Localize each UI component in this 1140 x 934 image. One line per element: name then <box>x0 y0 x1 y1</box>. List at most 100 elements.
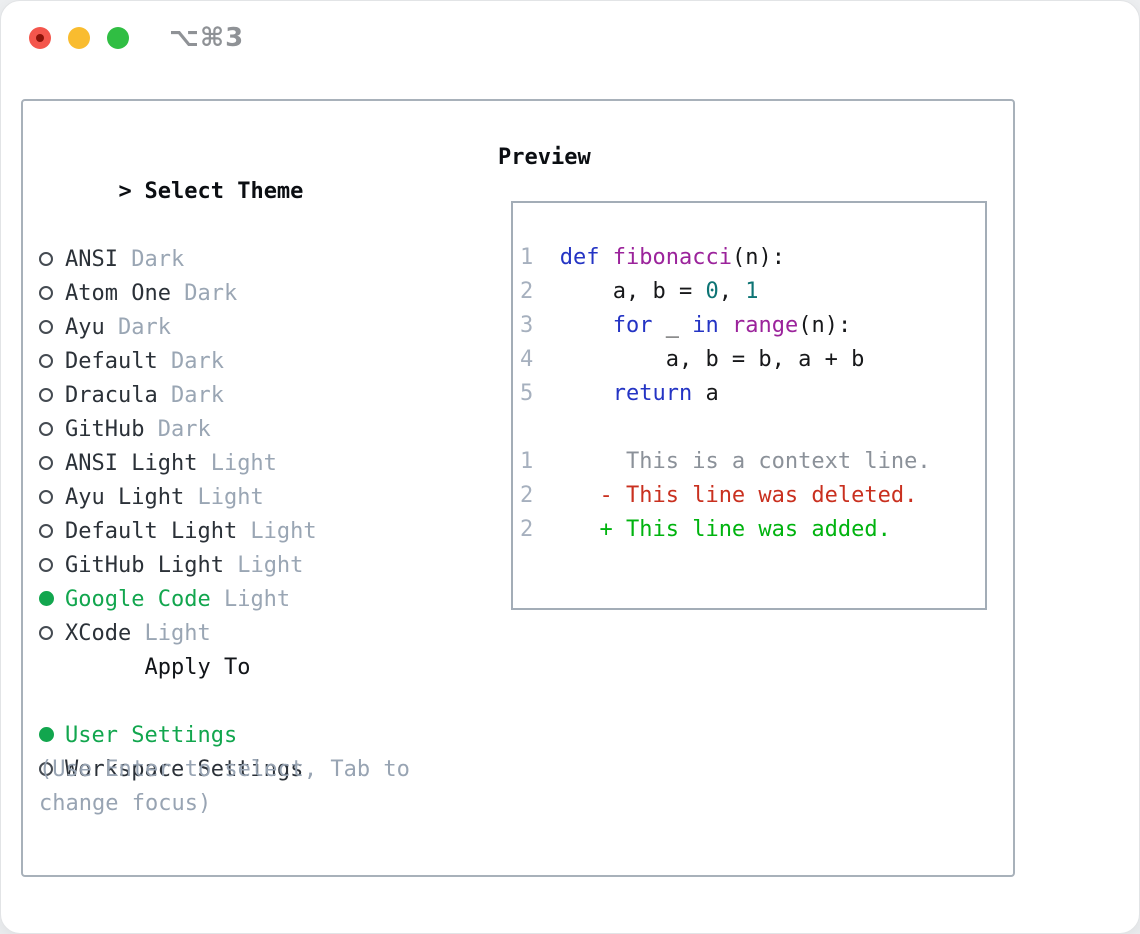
theme-option-google-code[interactable]: Google Code Light <box>39 583 317 617</box>
option-label: Workspace Settings <box>65 757 304 782</box>
theme-option-default-light[interactable]: Default Light Light <box>39 515 317 549</box>
minimize-button[interactable] <box>68 27 90 49</box>
radio-icon <box>39 456 53 470</box>
radio-icon <box>39 252 53 266</box>
unsaved-dot-icon <box>36 34 44 42</box>
radio-icon <box>39 354 53 368</box>
code-segment-keyword: for <box>612 313 653 338</box>
apply-to-header-row: Apply To <box>39 617 303 719</box>
preview-line-8: 2 - This line was deleted. <box>520 479 985 513</box>
theme-option-atom-one[interactable]: Atom One Dark <box>39 277 317 311</box>
option-label: GitHub <box>65 417 145 442</box>
preview-line-4: 4 a, b = b, a + b <box>520 343 985 377</box>
theme-option-ayu[interactable]: Ayu Dark <box>39 311 317 345</box>
theme-list-header-row: >Select Theme <box>39 141 317 243</box>
radio-selected-icon <box>39 727 54 742</box>
preview-line-9: 2 + This line was added. <box>520 513 985 547</box>
variant-tag: Light <box>210 587 291 612</box>
preview-line-7: 1 This is a context line. <box>520 445 985 479</box>
hint-line-1: (Use Enter to select, Tab to <box>39 757 410 782</box>
code-segment-number: 0 <box>705 279 719 304</box>
radio-icon <box>39 388 53 402</box>
option-label: GitHub Light <box>65 553 224 578</box>
option-label: Default <box>65 349 158 374</box>
code-segment-function: range <box>731 313 799 338</box>
line-number: 2 <box>520 483 560 508</box>
keyboard-shortcut-label: ⌥⌘3 <box>169 23 245 53</box>
theme-option-xcode[interactable]: XCode Light <box>39 617 317 651</box>
code-segment-plain: _ <box>652 313 693 338</box>
variant-tag: Light <box>184 485 264 510</box>
option-label: User Settings <box>65 723 238 748</box>
option-label: Ayu Light <box>65 485 185 510</box>
line-number: 4 <box>520 347 560 372</box>
line-number: 1 <box>520 449 560 474</box>
apply-option-user-settings[interactable]: User Settings <box>39 719 303 753</box>
radio-icon <box>39 626 53 640</box>
theme-option-ansi-light[interactable]: ANSI Light Light <box>39 447 317 481</box>
variant-tag: Dark <box>144 417 211 442</box>
option-label: Ayu <box>65 315 105 340</box>
code-segment-plain: a <box>692 381 719 406</box>
option-label: ANSI Light <box>65 451 198 476</box>
radio-icon <box>39 320 53 334</box>
apply-option-workspace-settings[interactable]: Workspace Settings <box>39 753 303 787</box>
preview-line-1: 1 def fibonacci(n): <box>520 241 985 275</box>
theme-option-github-light[interactable]: GitHub Light Light <box>39 549 317 583</box>
code-segment-plain <box>560 313 613 338</box>
line-number <box>520 415 560 440</box>
variant-tag: Dark <box>157 349 224 374</box>
code-segment-function: fibonacci <box>612 245 732 270</box>
variant-tag: Light <box>237 519 317 544</box>
code-segment-number: 1 <box>745 279 759 304</box>
code-segment-plain: , <box>718 279 746 304</box>
option-label: ANSI <box>65 247 118 272</box>
code-segment-deleted: - This line was deleted. <box>559 483 918 508</box>
code-segment-added: + This line was added. <box>559 517 891 542</box>
code-segment-keyword: in <box>692 313 719 338</box>
code-segment-keyword: return <box>612 381 693 406</box>
preview-line-3: 3 for _ in range(n): <box>520 309 985 343</box>
zoom-button[interactable] <box>107 27 129 49</box>
line-number: 2 <box>520 279 560 304</box>
theme-option-ayu-light[interactable]: Ayu Light Light <box>39 481 317 515</box>
apply-to-title: Apply To <box>144 655 251 680</box>
prompt-indicator: > <box>118 179 132 204</box>
preview-pane: 1 def fibonacci(n): 2 a, b = 0, 1 3 for _ … <box>511 201 987 610</box>
variant-tag: Light <box>223 553 304 578</box>
code-segment-plain: a, b = <box>559 279 706 304</box>
theme-option-ansi[interactable]: ANSI Dark <box>39 243 317 277</box>
theme-option-dracula[interactable]: Dracula Dark <box>39 379 317 413</box>
variant-tag: Dark <box>117 247 185 272</box>
theme-option-default[interactable]: Default Dark <box>39 345 317 379</box>
code-segment-context: This is a context line. <box>559 449 931 474</box>
variant-tag: Dark <box>157 383 224 408</box>
option-label: Default Light <box>65 519 238 544</box>
radio-icon <box>39 558 53 572</box>
preview-line-6 <box>520 411 985 445</box>
code-segment-plain: a, b = b, a + b <box>559 347 865 372</box>
hint-line-2: change focus) <box>39 791 212 816</box>
radio-selected-icon <box>39 591 54 606</box>
radio-icon <box>39 490 53 504</box>
variant-tag: Light <box>131 621 211 646</box>
radio-icon <box>39 762 53 776</box>
close-button[interactable] <box>29 27 51 49</box>
code-segment-keyword: def <box>559 245 600 270</box>
theme-option-github[interactable]: GitHub Dark <box>39 413 317 447</box>
code-segment-plain <box>600 245 613 270</box>
variant-tag: Dark <box>104 315 171 340</box>
variant-tag: Light <box>197 451 277 476</box>
preview-line-5: 5 return a <box>520 377 985 411</box>
line-number: 1 <box>520 245 560 270</box>
radio-icon <box>39 422 53 436</box>
radio-icon <box>39 286 53 300</box>
option-label: Google Code <box>65 587 211 612</box>
code-segment-plain <box>560 381 613 406</box>
variant-tag: Dark <box>170 281 238 306</box>
radio-icon <box>39 524 53 538</box>
titlebar: ⌥⌘3 <box>1 1 1139 75</box>
